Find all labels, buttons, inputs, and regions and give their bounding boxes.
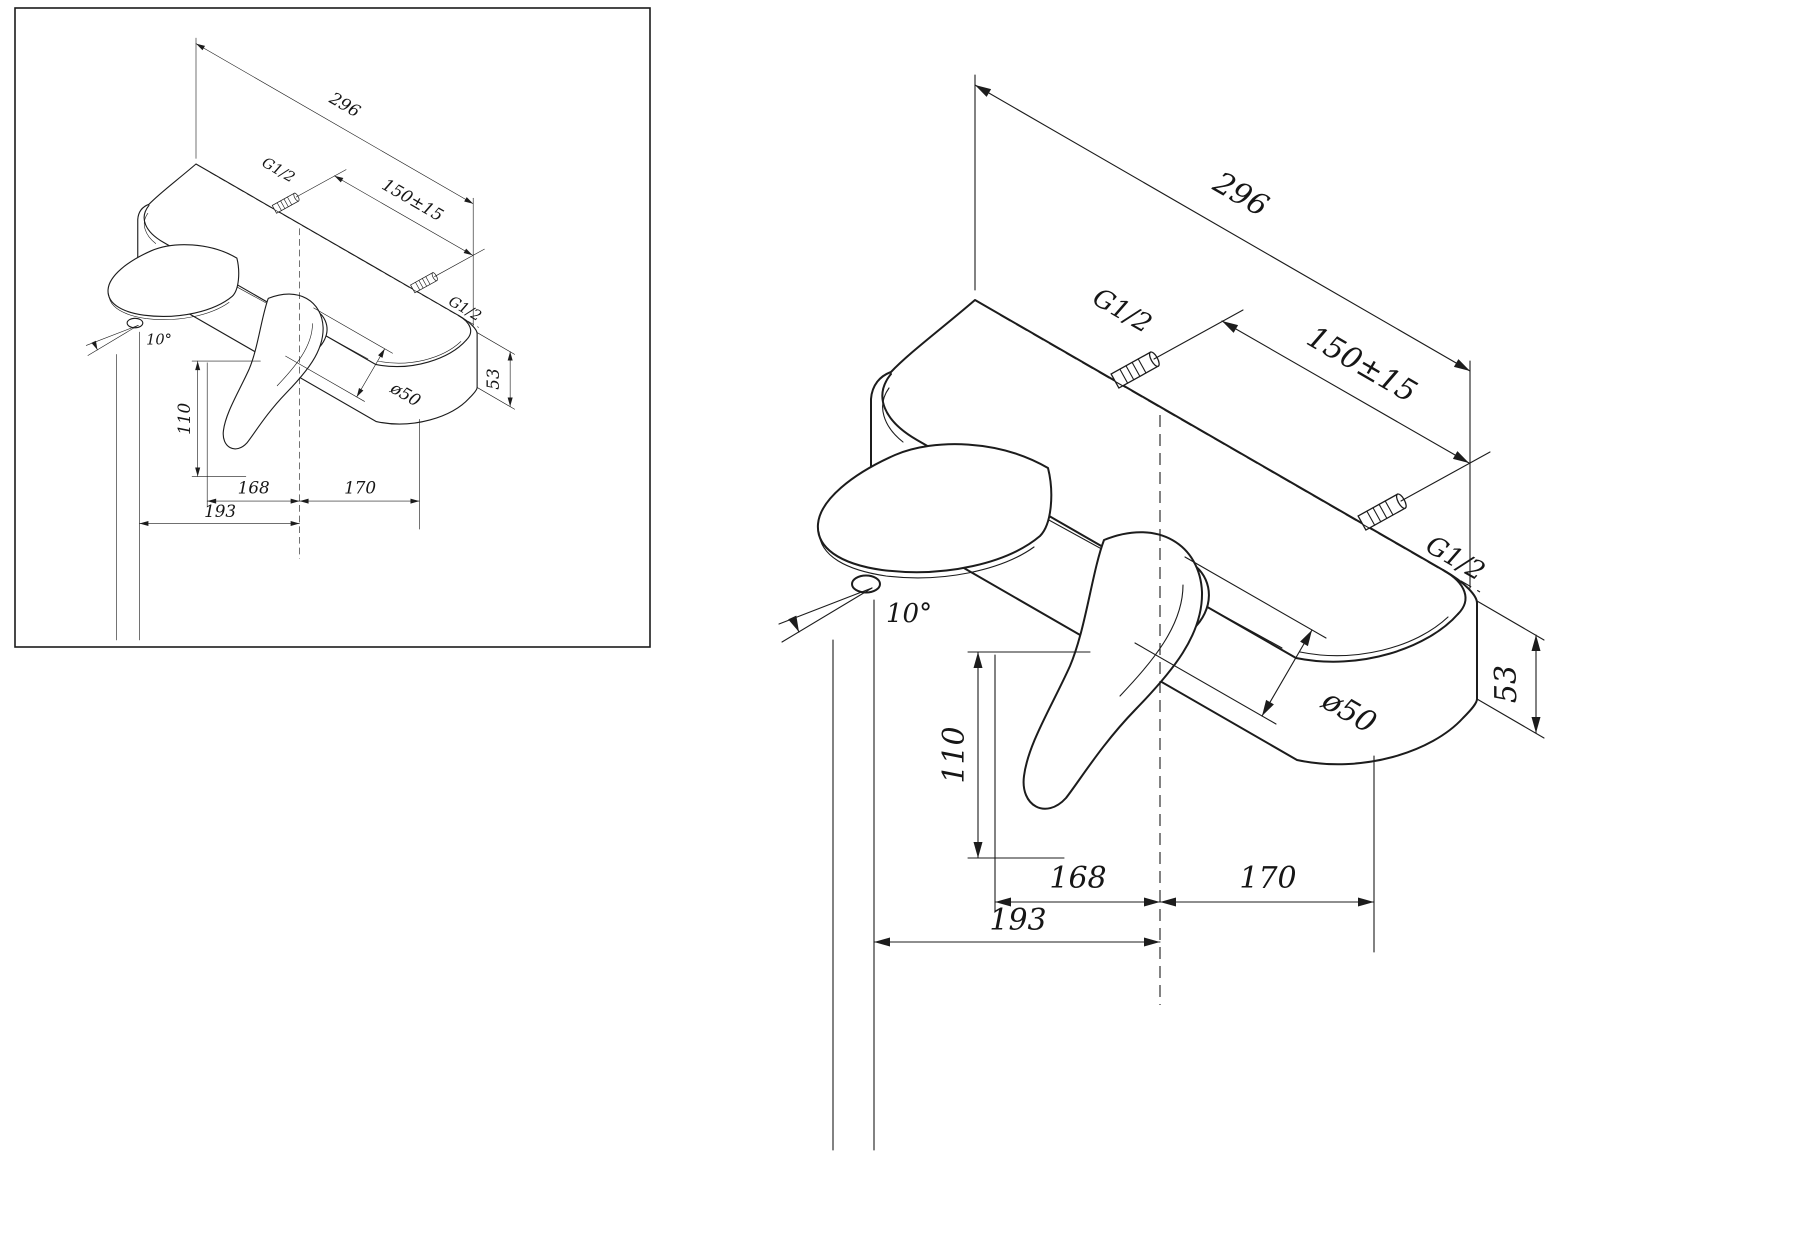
spout-thickness-edge bbox=[818, 531, 1035, 579]
detail-box-border bbox=[14, 7, 651, 648]
dimension-line bbox=[974, 84, 1471, 372]
nipple-thread bbox=[1384, 500, 1394, 516]
dim-170-label: 170 bbox=[1239, 861, 1296, 896]
inlet-nipple-1 bbox=[1110, 351, 1160, 389]
nipple-thread bbox=[1131, 361, 1141, 377]
arrowhead bbox=[1144, 937, 1160, 947]
nipple-thread bbox=[1125, 365, 1135, 381]
dim-193-label: 193 bbox=[989, 903, 1046, 938]
handle-edge-detail bbox=[1119, 584, 1184, 697]
extension-line bbox=[1400, 451, 1491, 502]
boxed-detail-view bbox=[86, 38, 514, 640]
dim-110-label: 110 bbox=[937, 726, 972, 783]
dim-53-label: 53 bbox=[1489, 665, 1524, 703]
arrowhead bbox=[973, 842, 983, 858]
arrowhead bbox=[1358, 897, 1374, 907]
faucet-isometric-drawing: 296 150±15 G1/2 G1/2 53 bbox=[778, 74, 1545, 1151]
body-edge-detail-right bbox=[1299, 616, 1449, 657]
dim-296-label: 296 bbox=[1206, 165, 1274, 224]
arrowhead bbox=[874, 937, 890, 947]
dim-110: 110 bbox=[937, 651, 1091, 859]
nipple-thread bbox=[1366, 510, 1376, 526]
angle-ray bbox=[781, 587, 873, 643]
extension-line bbox=[1153, 309, 1244, 360]
arrowhead bbox=[973, 652, 983, 668]
nipple-thread bbox=[1137, 358, 1147, 374]
dimension-line bbox=[1261, 629, 1313, 717]
arrowhead bbox=[1219, 317, 1239, 333]
dim-53: 53 bbox=[1476, 600, 1545, 739]
nipple-thread bbox=[1119, 368, 1129, 384]
spout-outlet bbox=[851, 574, 881, 594]
thread-top-label: G1/2 bbox=[1087, 282, 1156, 339]
extension-line bbox=[1184, 556, 1327, 639]
dim-bottom-group: 168 170 193 bbox=[832, 599, 1375, 1151]
dim-angle10-label: 10° bbox=[886, 599, 932, 629]
nipple-thread bbox=[1378, 503, 1388, 519]
dim-168-label: 168 bbox=[1049, 861, 1106, 896]
arrowhead bbox=[1531, 717, 1541, 733]
inlet-nipple-2 bbox=[1357, 493, 1407, 531]
arrowhead bbox=[1452, 451, 1472, 467]
handle-lever bbox=[1022, 531, 1204, 810]
body-edge-detail-left bbox=[882, 387, 904, 443]
extension-line bbox=[1476, 698, 1545, 739]
arrowhead bbox=[1160, 897, 1176, 907]
arrowhead bbox=[1144, 897, 1160, 907]
extension-line bbox=[1134, 642, 1277, 725]
extension-line bbox=[1476, 600, 1545, 641]
dimension-line bbox=[1221, 320, 1470, 464]
nipple-thread bbox=[1372, 507, 1382, 523]
dim-angle10: 10° bbox=[778, 587, 932, 643]
spout-top bbox=[816, 443, 1053, 574]
inlet-axis-centerline bbox=[999, 314, 1481, 593]
